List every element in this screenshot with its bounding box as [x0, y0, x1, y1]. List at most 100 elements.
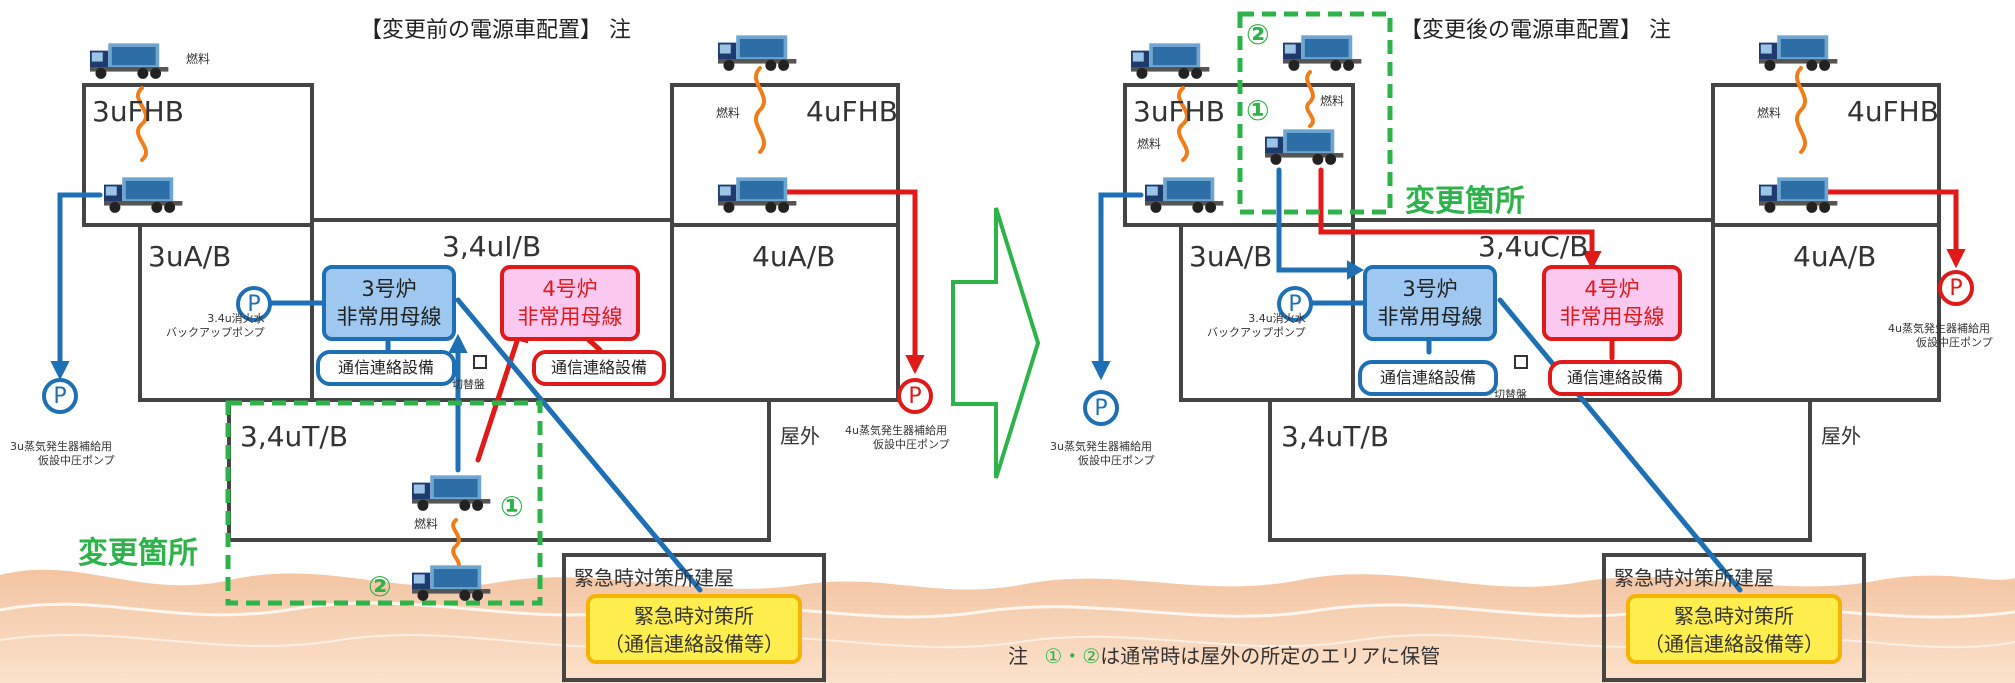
- before-line-3u-pump: [57, 192, 103, 375]
- after-fire-pump-label-1: 3.4u消火水: [1248, 312, 1306, 325]
- before-change-label: 変更箇所: [78, 536, 198, 571]
- after-fire-pump-label-2: バックアップポンプ: [1207, 326, 1306, 339]
- before-pump-3u-label-2: 仮設中圧ポンプ: [38, 454, 115, 467]
- footnote-prefix: 注: [1008, 644, 1028, 668]
- after-truck-4u: [1759, 177, 1838, 213]
- before-change-box: [225, 400, 543, 606]
- after-ec-line2: （通信連絡設備等）: [1644, 632, 1824, 656]
- after-bus4-line2: 非常用母線: [1559, 305, 1665, 329]
- transition-arrow: [951, 207, 1041, 479]
- before-fuel-label-1: 燃料: [186, 52, 211, 66]
- before-pump-3u: P: [42, 378, 78, 414]
- after-line-bus4: [1318, 167, 1595, 261]
- before-bus3-line2: 非常用母線: [336, 305, 442, 329]
- before-room-outside: 屋外: [780, 424, 820, 448]
- before-ec-line2: （通信連絡設備等）: [604, 632, 784, 656]
- before-room-3uab: 3uA/B: [148, 240, 232, 273]
- after-pump-3u-label: 3u蒸気発生器補給用 仮設中圧ポンプ: [1050, 440, 1155, 468]
- before-fire-pump-label-1: 3.4u消火水: [207, 312, 265, 325]
- before-pump-4u-label-1: 4u蒸気発生器補給用: [845, 424, 947, 437]
- after-truck-3u: [1145, 177, 1224, 213]
- after-truck-4u-fuel: [1759, 35, 1838, 71]
- after-bus4-line1: 4号炉: [1584, 277, 1640, 301]
- after-room-34ucb: 3,4uC/B: [1478, 230, 1589, 263]
- before-comm3: 通信連絡設備: [316, 350, 456, 386]
- after-room-outside: 屋外: [1821, 424, 1861, 448]
- before-line-4u-pump: [762, 189, 918, 368]
- after-truck-3u-fuel: [1131, 43, 1210, 79]
- after-bus3: 3号炉 非常用母線: [1363, 265, 1497, 341]
- footnote-text: は通常時は屋外の所定のエリアに保管: [1100, 644, 1441, 668]
- before-line-ec: [455, 297, 703, 593]
- before-truck-3u: [104, 177, 183, 213]
- after-line-bus3: [1276, 167, 1358, 273]
- before-pump-4u: P: [897, 378, 933, 414]
- after-fuel-label-1: 燃料: [1137, 137, 1162, 151]
- after-pump-4u-label-2: 仮設中圧ポンプ: [1916, 336, 1993, 349]
- after-switchboard: 切替盤: [1494, 388, 1527, 401]
- before-comm4: 通信連絡設備: [532, 350, 666, 386]
- before-num-1: ①: [500, 490, 524, 523]
- before-room-4uab: 4uA/B: [752, 240, 836, 273]
- after-room-4ufhb: 4uFHB: [1847, 95, 1939, 128]
- before-room-ec-building: 緊急時対策所建屋: [574, 566, 734, 590]
- after-bus4: 4号炉 非常用母線: [1542, 265, 1682, 341]
- after-title: 【変更後の電源車配置】 注: [1400, 18, 1671, 43]
- before-bus3: 3号炉 非常用母線: [322, 265, 456, 341]
- before-num-2: ②: [368, 570, 392, 603]
- after-room-4uab: 4uA/B: [1793, 240, 1877, 273]
- before-room-34utb: 3,4uT/B: [240, 420, 349, 453]
- after-room-3ufhb: 3uFHB: [1133, 95, 1225, 128]
- before-pump-3u-label: 3u蒸気発生器補給用 仮設中圧ポンプ: [10, 440, 115, 468]
- after-comm4: 通信連絡設備: [1548, 360, 1682, 396]
- after-pump-3u: P: [1083, 390, 1119, 426]
- before-room-3ufhb: 3uFHB: [92, 95, 184, 128]
- before-ec-line1: 緊急時対策所: [634, 604, 754, 628]
- before-fuel-label-2: 燃料: [716, 106, 741, 120]
- after-room-3uab: 3uA/B: [1189, 240, 1273, 273]
- after-pump-3u-label-2: 仮設中圧ポンプ: [1078, 454, 1155, 467]
- after-change-label: 変更箇所: [1405, 184, 1525, 219]
- after-fire-pump-label: 3.4u消火水 バックアップポンプ: [1207, 312, 1306, 340]
- after-bus3-line1: 3号炉: [1402, 277, 1458, 301]
- after-pump-4u-label: 4u蒸気発生器補給用 仮設中圧ポンプ: [1888, 322, 1993, 350]
- before-bus3-line1: 3号炉: [361, 277, 417, 301]
- after-comm3: 通信連絡設備: [1358, 360, 1498, 396]
- before-bus4-line1: 4号炉: [542, 277, 598, 301]
- before-switchboard: 切替盤: [452, 378, 485, 391]
- after-change-box: [1237, 11, 1393, 215]
- after-line-4u-pump: [1803, 189, 1959, 261]
- before-fire-pump: P: [236, 286, 272, 322]
- before-fuel-label-3: 燃料: [414, 517, 439, 531]
- before-pump-3u-label-1: 3u蒸気発生器補給用: [10, 440, 112, 453]
- before-line-bus4: [475, 329, 523, 463]
- before-pump-4u-label: 4u蒸気発生器補給用 仮設中圧ポンプ: [845, 424, 950, 452]
- after-num-1: ①: [1246, 94, 1270, 127]
- after-truck-2: [1283, 35, 1362, 71]
- footnote-nums: ①・②: [1044, 644, 1101, 668]
- before-room-4ufhb: 4uFHB: [806, 95, 898, 128]
- footnote: 注 ①・②は通常時は屋外の所定のエリアに保管: [1008, 640, 1440, 669]
- after-ec: 緊急時対策所 （通信連絡設備等）: [1626, 594, 1842, 664]
- before-title: 【変更前の電源車配置】 注: [360, 18, 631, 43]
- after-fire-pump: P: [1277, 286, 1313, 322]
- after-truck-1: [1265, 129, 1344, 165]
- after-num-2: ②: [1246, 18, 1270, 51]
- before-pump-4u-label-2: 仮設中圧ポンプ: [873, 438, 950, 451]
- before-fire-pump-label-2: バックアップポンプ: [166, 326, 265, 339]
- after-line-ec: [1497, 297, 1743, 593]
- before-truck-1: [412, 475, 491, 511]
- after-room-ec-building: 緊急時対策所建屋: [1614, 566, 1774, 590]
- after-pump-4u: P: [1938, 270, 1974, 306]
- after-fuel-label-3: 燃料: [1320, 94, 1345, 108]
- before-truck-4u: [718, 177, 797, 213]
- before-ec: 緊急時対策所 （通信連絡設備等）: [586, 594, 802, 664]
- after-line-3u-pump: [1098, 192, 1144, 375]
- after-pump-4u-label-1: 4u蒸気発生器補給用: [1888, 322, 1990, 335]
- before-truck-3u-fuel: [90, 43, 169, 79]
- after-pump-3u-label-1: 3u蒸気発生器補給用: [1050, 440, 1152, 453]
- before-bus4-line2: 非常用母線: [517, 305, 623, 329]
- before-truck-4u-fuel: [718, 35, 797, 71]
- before-bus4: 4号炉 非常用母線: [500, 265, 640, 341]
